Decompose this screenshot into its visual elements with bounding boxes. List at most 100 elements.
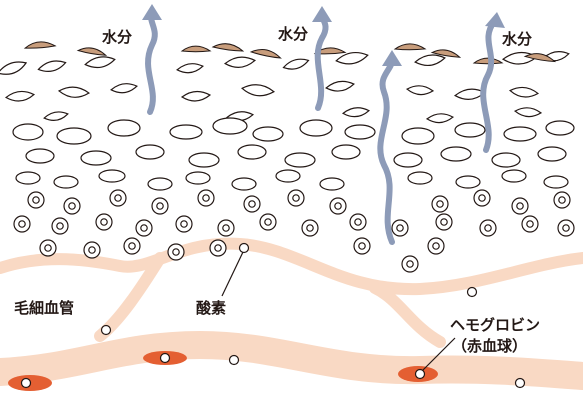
water-label: 水分 xyxy=(502,30,532,48)
cell-nucleus xyxy=(214,244,222,252)
flat-cell xyxy=(5,90,35,102)
oval-cell xyxy=(12,123,44,141)
cell-nucleus xyxy=(484,224,492,232)
flat-cell xyxy=(241,84,275,97)
cell-nucleus xyxy=(100,218,108,226)
oval-cell xyxy=(440,146,472,162)
oval-cell xyxy=(252,126,284,142)
oxygen-molecule xyxy=(159,352,171,364)
blood-elements xyxy=(8,242,526,391)
hemoglobin-label: ヘモグロビン xyxy=(450,316,540,334)
scale-flake xyxy=(249,48,282,59)
oval-cell xyxy=(503,126,537,142)
oxygen-molecule xyxy=(414,368,426,380)
oval-cell xyxy=(501,169,527,183)
oval-cell xyxy=(407,171,433,185)
cell-nucleus xyxy=(478,194,486,202)
scale-flake xyxy=(430,49,462,58)
flat-cell xyxy=(513,107,543,118)
water-arrow-path xyxy=(145,11,158,115)
cell-nucleus xyxy=(406,260,414,268)
scale-flake xyxy=(472,57,504,65)
cell-nucleus xyxy=(248,200,256,208)
cell-nucleus xyxy=(56,222,64,230)
water-label: 水分 xyxy=(102,28,132,46)
oval-cell xyxy=(25,148,55,164)
water-arrow-head xyxy=(312,6,332,22)
surface-cell-layer xyxy=(0,41,570,124)
scale-flake xyxy=(180,45,212,53)
oxygen-molecule xyxy=(100,324,112,336)
oval-cell xyxy=(284,152,316,168)
middle-cell-layer xyxy=(12,117,575,191)
oval-cell xyxy=(393,152,423,168)
labels: 水分 水分 水分 毛細血管 酸素 ヘモグロビン （赤血球） xyxy=(14,25,540,355)
flat-cell xyxy=(176,63,204,74)
water-arrow-head xyxy=(382,50,402,66)
oval-cell xyxy=(537,146,567,162)
cell-nucleus xyxy=(68,202,76,210)
oval-cell xyxy=(545,120,575,136)
cell-nucleus xyxy=(306,224,314,232)
water-arrow-head xyxy=(142,4,162,20)
upper-capillary xyxy=(0,237,583,296)
flat-cell xyxy=(341,107,370,118)
oval-cell xyxy=(15,171,41,185)
cell-nucleus xyxy=(354,218,362,226)
cell-nucleus xyxy=(334,202,342,210)
oval-cell xyxy=(188,152,220,168)
oxygen-leader-line xyxy=(221,251,244,297)
scale-flake xyxy=(76,47,108,56)
flat-cell xyxy=(325,80,355,92)
flat-cell xyxy=(180,90,212,102)
oval-cell xyxy=(331,144,361,160)
cell-nucleus xyxy=(222,224,230,232)
oxygen-label: 酸素 xyxy=(196,299,226,317)
oxygen-molecule xyxy=(20,377,32,389)
water-arrow-path xyxy=(314,13,329,111)
water-arrow-path xyxy=(480,19,497,153)
cell-nucleus xyxy=(436,200,444,208)
oval-cell xyxy=(237,144,267,160)
flat-cell xyxy=(509,86,539,98)
oval-cell xyxy=(543,175,569,189)
cell-nucleus xyxy=(292,194,300,202)
cell-nucleus xyxy=(156,202,164,210)
oval-cell xyxy=(80,150,112,166)
cell-nucleus xyxy=(396,224,404,232)
cell-nucleus xyxy=(32,196,40,204)
cell-nucleus xyxy=(526,220,534,228)
cell-nucleus xyxy=(264,218,272,226)
scale-flake xyxy=(23,41,57,49)
oxygen-molecule xyxy=(514,377,526,389)
oval-cell xyxy=(56,127,92,145)
water-arrows xyxy=(142,4,505,245)
cell-nucleus xyxy=(114,194,122,202)
oxygen-molecule xyxy=(466,286,478,298)
scale-flake xyxy=(211,43,245,52)
lower-capillary xyxy=(0,331,583,390)
scale-flake xyxy=(393,43,427,51)
cell-nucleus xyxy=(358,242,366,250)
cell-nucleus xyxy=(516,202,524,210)
capillary-network xyxy=(0,237,583,390)
flat-cell xyxy=(414,54,446,67)
flat-cell xyxy=(110,83,138,94)
oxygen-molecule xyxy=(238,242,250,254)
cell-nucleus xyxy=(562,224,570,232)
water-label: 水分 xyxy=(278,25,308,43)
oval-cell xyxy=(135,144,165,160)
flat-cell xyxy=(84,56,116,69)
right-branch-capillary xyxy=(369,282,446,348)
water-arrow-path xyxy=(377,57,395,245)
flat-cell xyxy=(224,56,256,68)
cell-nucleus xyxy=(172,248,180,256)
scale-flake xyxy=(523,53,557,63)
leader-lines xyxy=(221,251,456,371)
cell-nucleus xyxy=(558,196,566,204)
flat-cell xyxy=(282,58,310,70)
basal-cell-layer xyxy=(13,189,575,273)
cell-nucleus xyxy=(432,242,440,250)
